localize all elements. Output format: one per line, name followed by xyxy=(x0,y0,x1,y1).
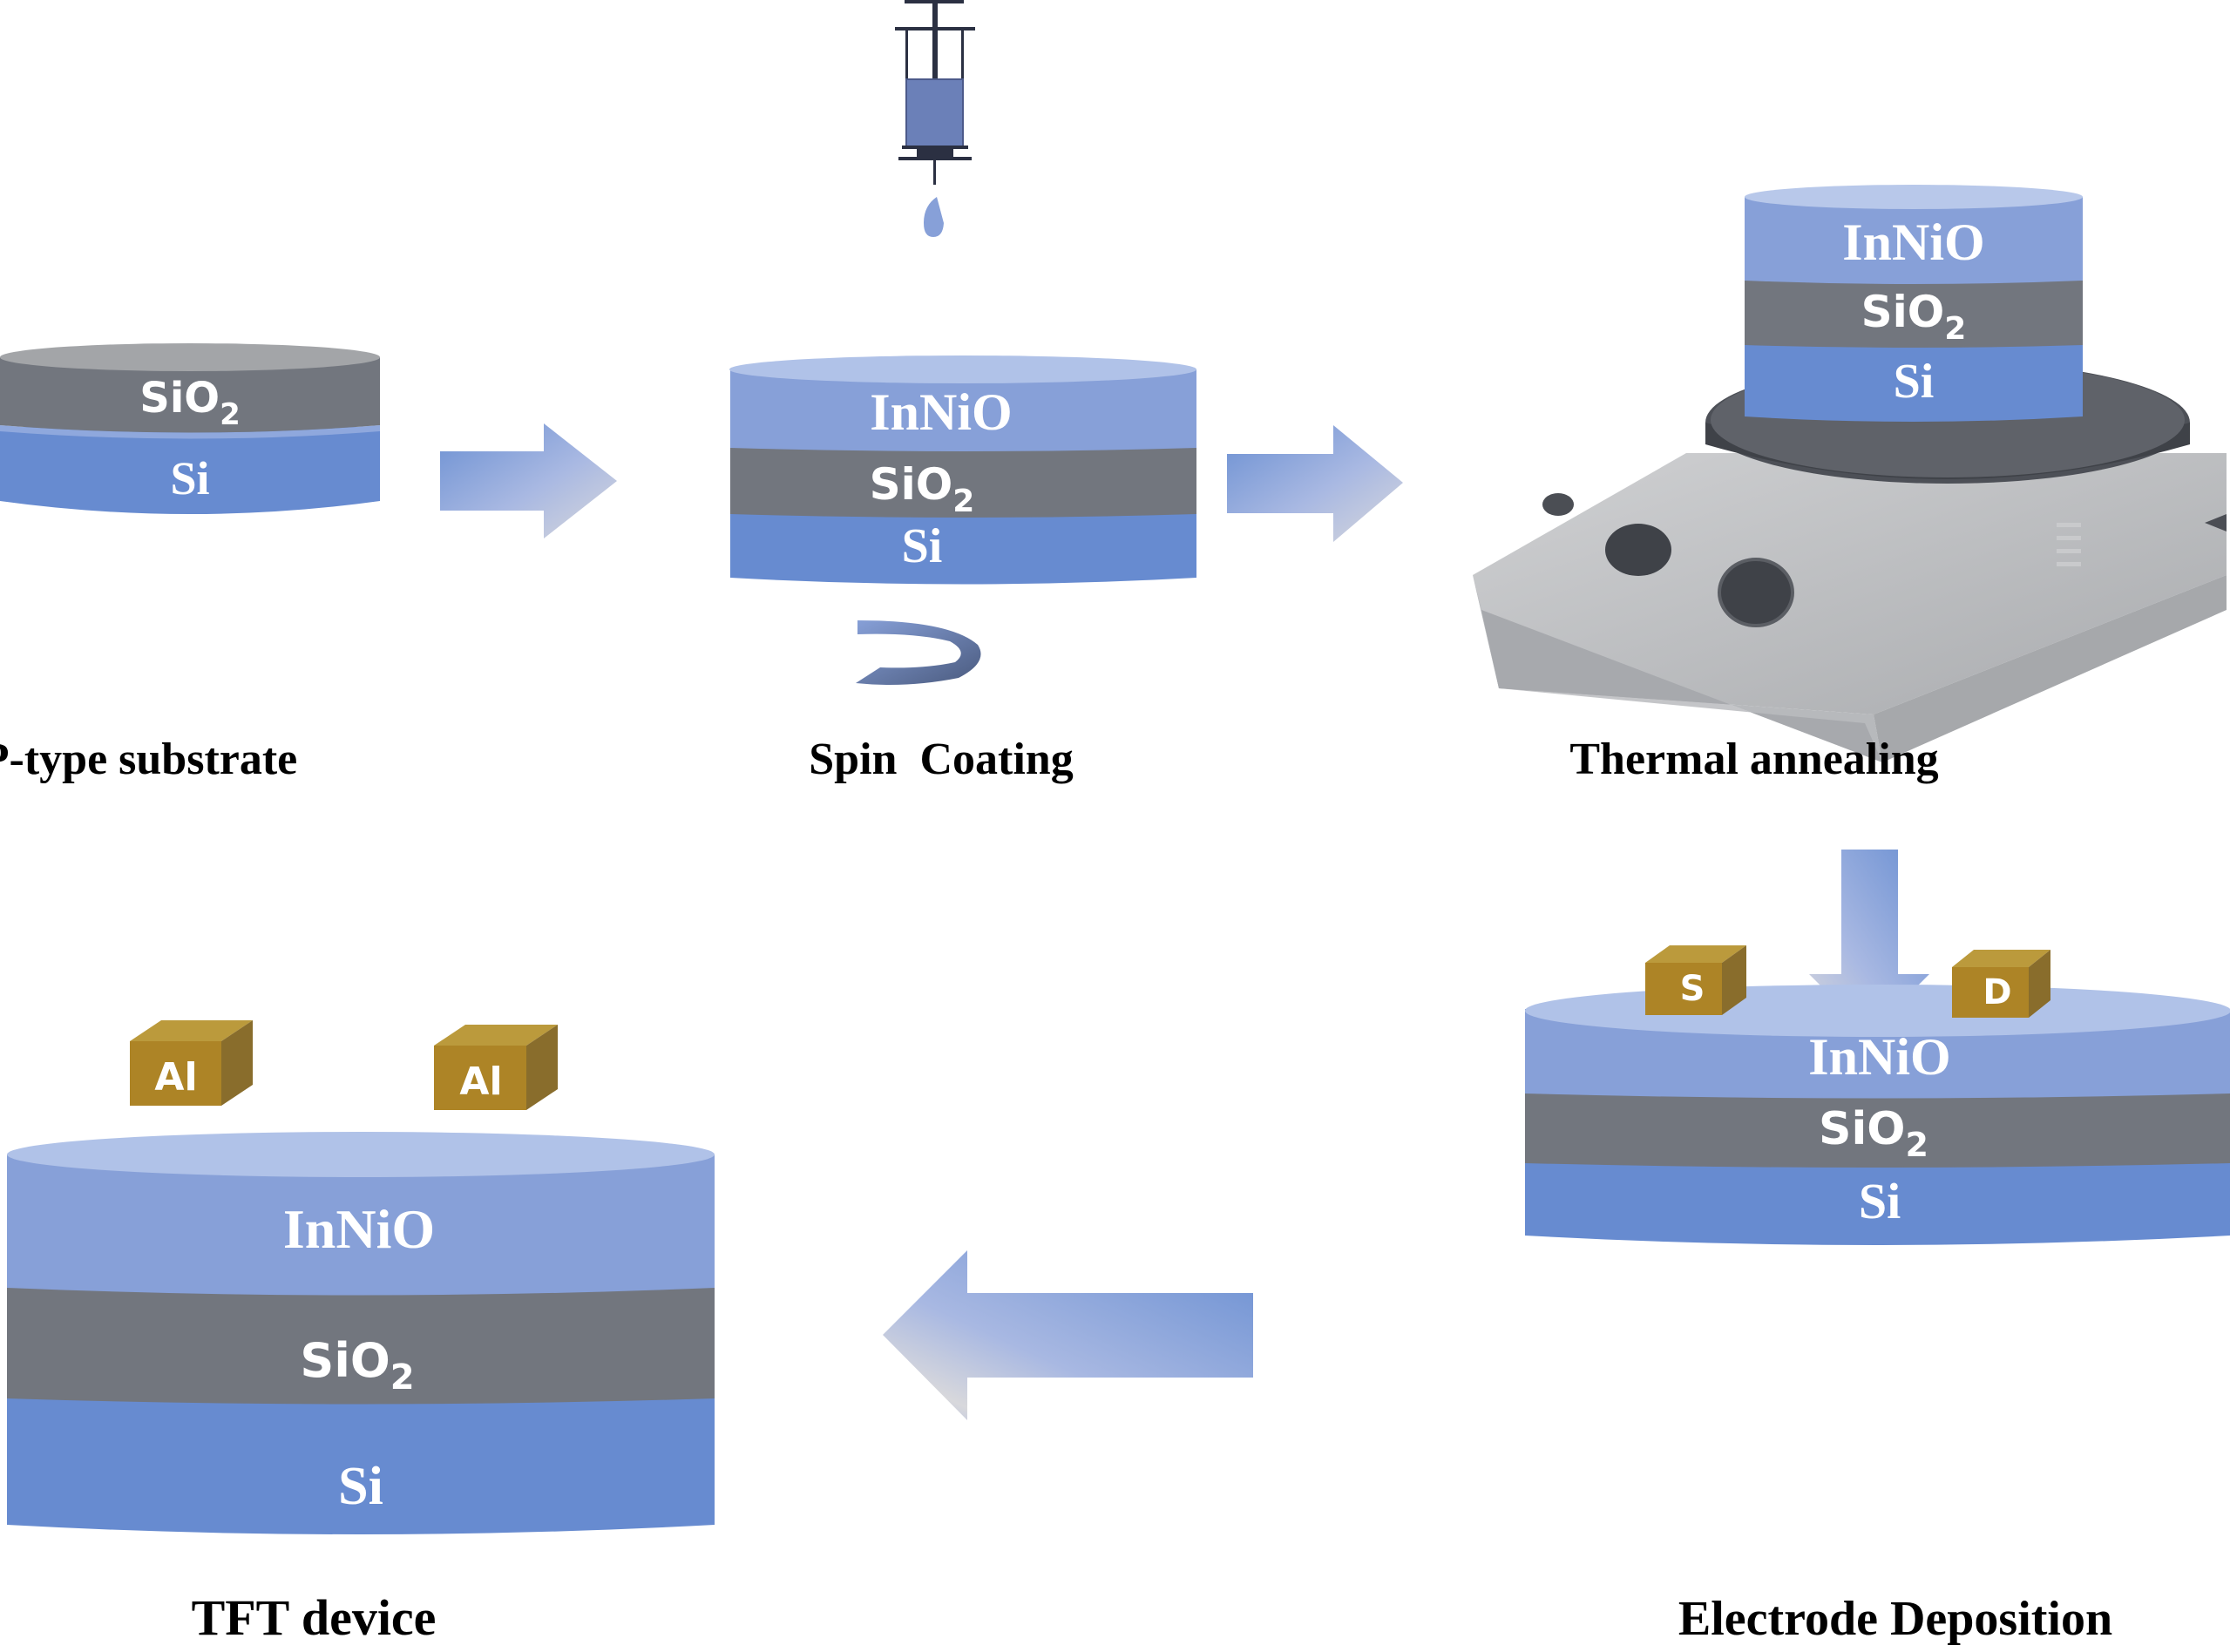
sio2-label: SiO2 xyxy=(139,374,241,432)
si-layer xyxy=(0,427,380,514)
innio-top xyxy=(729,355,1196,383)
innio-layer xyxy=(7,1154,715,1296)
drain-electrode: D xyxy=(1952,950,2050,1018)
step-label-spin-coating: Spin Coating xyxy=(809,735,1073,784)
syringe-icon xyxy=(895,0,975,185)
sio2-top xyxy=(0,343,380,371)
svg-text:S: S xyxy=(1680,969,1705,1009)
sio2-label: SiO2 xyxy=(870,459,975,519)
si-label: Si xyxy=(902,519,943,573)
spin-coating-stack: InNiO SiO2 Si xyxy=(729,355,1196,585)
si-label: Si xyxy=(170,452,209,504)
innio-label: InNiO xyxy=(1842,213,1984,271)
sio2-label: SiO2 xyxy=(300,1333,414,1398)
rotation-arrow-icon xyxy=(856,620,981,685)
annealing-stack: InNiO SiO2 Si xyxy=(1745,185,2083,422)
innio-layer xyxy=(1745,197,2083,284)
step-label-electrode-deposition: Electrode Deposition xyxy=(1678,1592,2112,1646)
si-layer xyxy=(730,511,1196,585)
substrate-stack: SiO2 Si xyxy=(0,343,380,514)
svg-text:Al: Al xyxy=(154,1055,197,1100)
sio2-layer xyxy=(1525,1092,2230,1168)
step-label-thermal-annealing: Thermal annealing xyxy=(1569,735,1938,784)
process-arrow-icon xyxy=(440,423,617,538)
electrode-deposition-stack: InNiO SiO2 Si S D xyxy=(1525,945,2230,1245)
step-label-tft-device: TFT device xyxy=(192,1589,437,1646)
si-label: Si xyxy=(338,1457,383,1516)
sio2-layer xyxy=(0,357,380,433)
process-arrow-icon xyxy=(883,1250,1253,1420)
sio2-layer xyxy=(7,1286,715,1405)
source-electrode: S xyxy=(1645,945,1746,1015)
svg-text:Al: Al xyxy=(459,1060,502,1104)
sio2-label: SiO2 xyxy=(1819,1103,1928,1164)
si-layer xyxy=(7,1394,715,1534)
aluminum-electrode-right: Al xyxy=(434,1025,558,1110)
aluminum-electrode-left: Al xyxy=(130,1020,253,1106)
tft-device-stack: InNiO SiO2 Si Al Al xyxy=(7,1020,715,1534)
si-label: Si xyxy=(1859,1173,1901,1229)
innio-label: InNiO xyxy=(283,1198,435,1260)
innio-top xyxy=(7,1132,715,1177)
svg-text:D: D xyxy=(1983,972,2011,1012)
sio2-layer xyxy=(1745,279,2083,348)
sio2-label: SiO2 xyxy=(1861,287,1967,347)
si-label: Si xyxy=(1894,355,1935,409)
innio-top xyxy=(1745,185,2083,209)
sio2-layer xyxy=(730,447,1196,518)
hotplate-icon xyxy=(1473,362,2227,762)
si-layer xyxy=(1525,1161,2230,1245)
si-top-edge xyxy=(0,425,380,439)
innio-label: InNiO xyxy=(1808,1028,1950,1086)
step-label-substrate: P-type substrate xyxy=(0,735,297,784)
droplet-icon xyxy=(924,197,944,237)
si-layer xyxy=(1745,342,2083,422)
process-arrow-icon xyxy=(1227,425,1403,542)
innio-layer xyxy=(730,369,1196,451)
innio-label: InNiO xyxy=(870,383,1012,441)
